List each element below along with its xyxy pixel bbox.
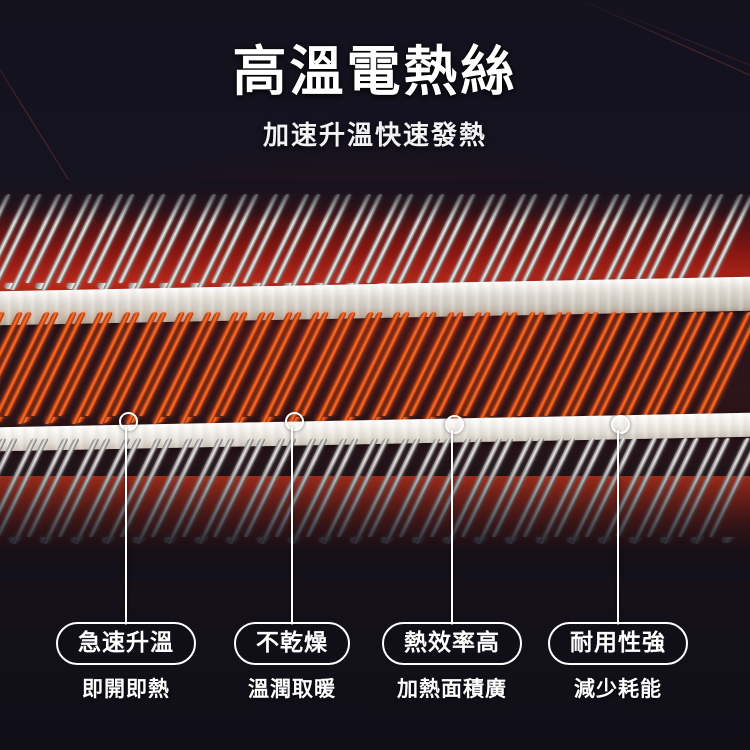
- feature-sublabel-4: 減少耗能: [574, 677, 662, 701]
- callout-marker-3: [444, 414, 464, 434]
- feature-sublabel-2: 溫潤取暖: [248, 677, 336, 701]
- callout-leader-line-3: [451, 430, 453, 625]
- callout-marker-1: [118, 411, 138, 431]
- feature-sublabel-1: 即開即熱: [82, 677, 170, 701]
- page-title: 高溫電熱絲: [232, 42, 518, 102]
- callout-marker-4: [610, 414, 630, 434]
- feature-label-row: 急速升溫即開即熱不乾燥溫潤取暖熱效率高加熱面積廣耐用性強減少耗能: [0, 622, 750, 732]
- feature-pill-2[interactable]: 不乾燥: [234, 622, 350, 665]
- feature-pill-1[interactable]: 急速升溫: [56, 622, 196, 665]
- feature-4: 耐用性強減少耗能: [548, 622, 688, 703]
- callout-leader-line-1: [125, 427, 127, 625]
- feature-1: 急速升溫即開即熱: [56, 622, 196, 703]
- photo-fade-top: [0, 180, 750, 222]
- feature-2: 不乾燥溫潤取暖: [234, 622, 350, 703]
- feature-sublabel-3: 加熱面積廣: [397, 677, 507, 701]
- feature-3: 熱效率高加熱面積廣: [382, 622, 522, 703]
- callout-leader-line-2: [291, 427, 293, 625]
- feature-pill-3[interactable]: 熱效率高: [382, 622, 522, 665]
- callout-marker-2: [284, 411, 304, 431]
- callout-leader-line-4: [617, 430, 619, 625]
- page-subtitle: 加速升溫快速發熱: [262, 120, 487, 151]
- feature-pill-4[interactable]: 耐用性強: [548, 622, 688, 665]
- headline-block: 高溫電熱絲 加速升溫快速發熱: [0, 42, 750, 152]
